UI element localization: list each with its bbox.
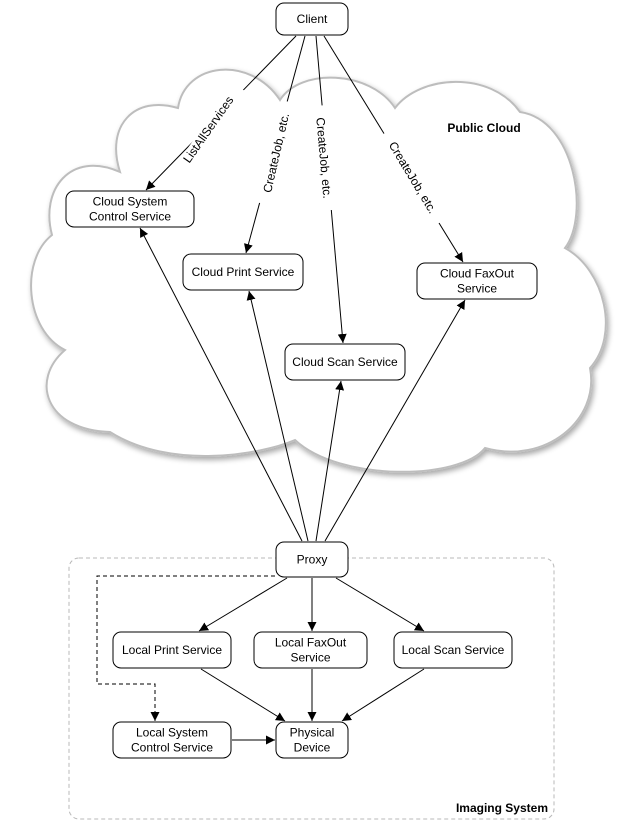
node-label: Cloud Scan Service bbox=[292, 355, 398, 369]
imaging-system-label: Imaging System bbox=[456, 801, 548, 815]
node-box bbox=[284, 343, 406, 381]
node-box bbox=[416, 262, 538, 300]
edge-proxy-to-cloud-faxout bbox=[324, 299, 466, 542]
node-cloud-scan: Cloud Scan Service bbox=[284, 343, 406, 381]
edge-proxy-to-cloud-system-control bbox=[139, 227, 303, 542]
node-proxy: Proxy bbox=[275, 541, 349, 578]
node-label: Cloud FaxOut bbox=[440, 267, 515, 281]
node-label: Cloud Print Service bbox=[192, 265, 295, 279]
edge-local-scan-to-physical-device bbox=[341, 668, 425, 722]
edge-label-background bbox=[258, 100, 296, 206]
node-box bbox=[275, 721, 349, 759]
edge-label-background bbox=[311, 105, 335, 211]
edge-label-background bbox=[378, 129, 446, 227]
cloud-shape bbox=[30, 68, 607, 473]
edge-local-print-to-physical-device bbox=[200, 668, 286, 722]
public-cloud-label: Public Cloud bbox=[447, 121, 520, 135]
edge-proxy-to-local-scan bbox=[335, 577, 425, 632]
node-box bbox=[112, 721, 232, 759]
edges-layer bbox=[96, 35, 466, 745]
node-label: Control Service bbox=[131, 741, 213, 755]
node-box bbox=[393, 631, 513, 669]
node-label: Local Scan Service bbox=[402, 643, 505, 657]
edge-proxy-to-cloud-scan bbox=[315, 380, 345, 542]
node-box bbox=[275, 2, 349, 36]
node-label: Service bbox=[457, 282, 497, 296]
node-box bbox=[112, 631, 232, 669]
node-box bbox=[275, 541, 349, 578]
node-label: Local System bbox=[136, 726, 208, 740]
node-label: Device bbox=[294, 741, 331, 755]
node-label: Proxy bbox=[297, 553, 328, 567]
public-cloud-region: Public Cloud bbox=[30, 68, 607, 473]
node-client: Client bbox=[275, 2, 349, 36]
node-local-print: Local Print Service bbox=[112, 631, 232, 669]
node-local-scan: Local Scan Service bbox=[393, 631, 513, 669]
node-box bbox=[65, 190, 195, 228]
node-label: Local FaxOut bbox=[275, 636, 347, 650]
node-label: Physical bbox=[290, 726, 335, 740]
node-box bbox=[253, 631, 368, 669]
edge-proxy-to-cloud-print bbox=[246, 290, 309, 542]
node-label: Service bbox=[290, 651, 330, 665]
edge-proxy-to-local-print bbox=[198, 577, 288, 632]
node-box bbox=[182, 253, 304, 291]
node-cloud-print: Cloud Print Service bbox=[182, 253, 304, 291]
node-label: Client bbox=[297, 12, 328, 26]
node-label: Control Service bbox=[89, 210, 171, 224]
edge-label-background bbox=[173, 82, 245, 178]
node-label: Local Print Service bbox=[122, 643, 222, 657]
node-label: Cloud System bbox=[93, 195, 168, 209]
